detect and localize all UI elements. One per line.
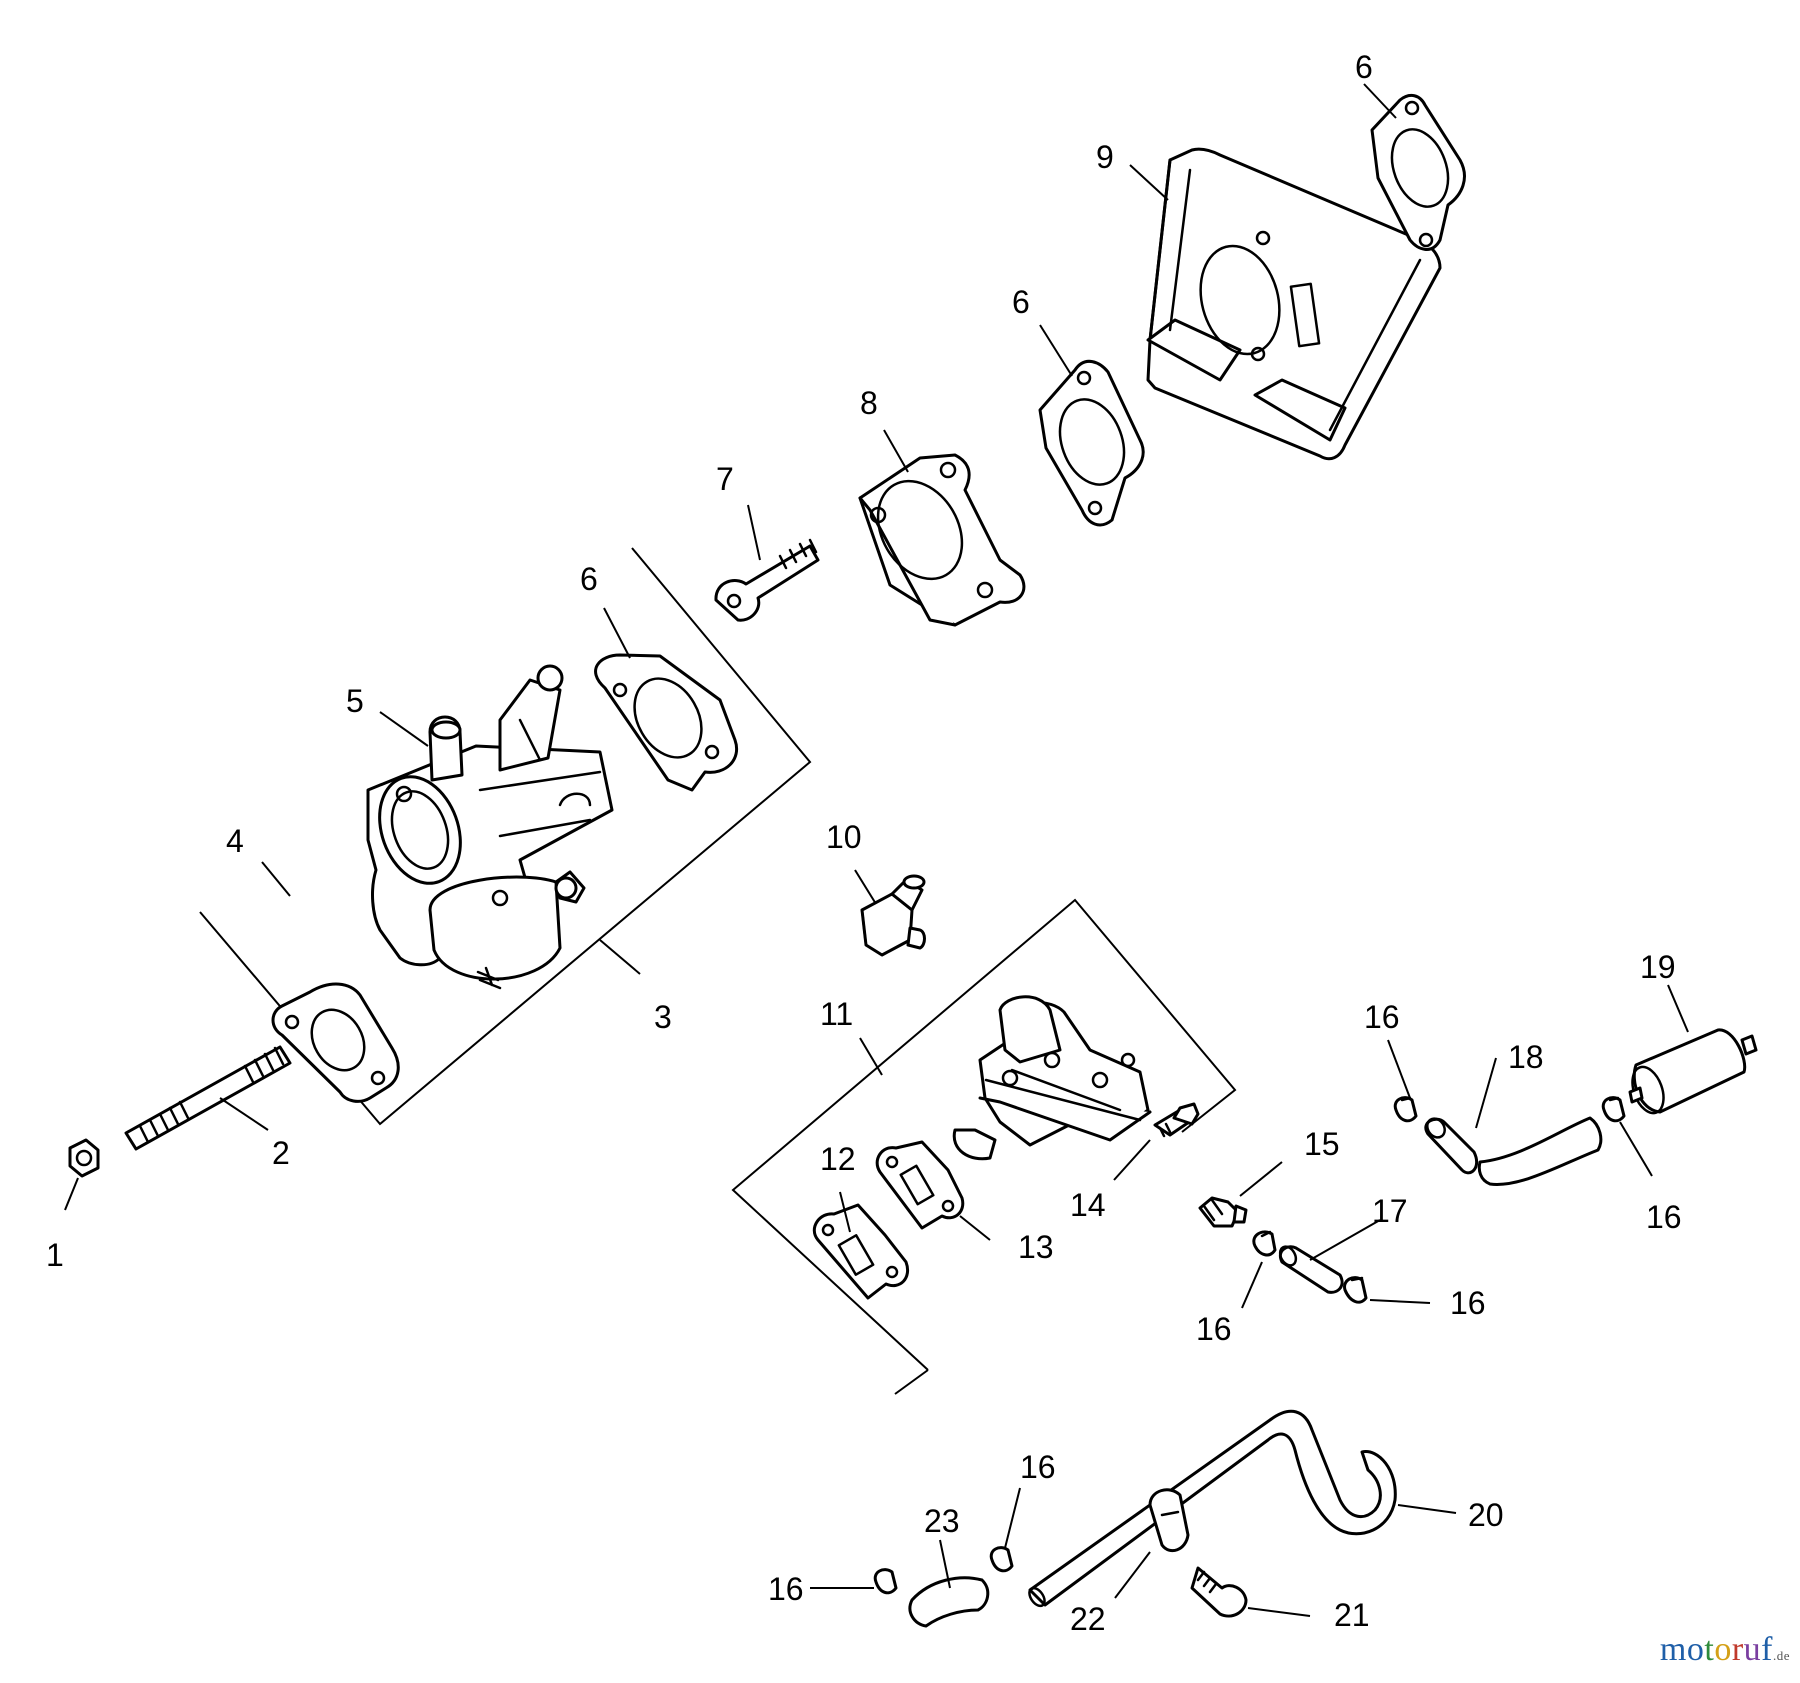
callout-3: 3: [654, 999, 672, 1035]
part-baseplate: [1146, 147, 1442, 461]
assembly-bracket-11: [731, 898, 1237, 1371]
part-spacer: [858, 453, 1026, 627]
part-clip-22: [1148, 1488, 1190, 1553]
watermark-letter: o: [1714, 1631, 1732, 1668]
clamp-16-pump-left: [1252, 1230, 1277, 1257]
callout-16-hose-right: 16: [1646, 1199, 1682, 1235]
watermark-suffix: .de: [1772, 1648, 1790, 1663]
watermark-letter: u: [1743, 1631, 1762, 1668]
callout-19: 19: [1640, 949, 1676, 985]
watermark-logo: motoruf.de: [1660, 1631, 1790, 1669]
part-nut: [68, 1138, 100, 1178]
part-gasket-12: [812, 1203, 909, 1300]
callout-23: 23: [924, 1503, 960, 1539]
callout-7: 7: [716, 461, 734, 497]
callout-6-spacer: 6: [1012, 284, 1030, 320]
callout-labels: 1 2 3 4 5 6 7 8 6 9 6 10 11 12 13 14 15 …: [46, 49, 1682, 1637]
callout-21: 21: [1334, 1597, 1370, 1633]
watermark-letter: t: [1704, 1631, 1715, 1668]
callout-1: 1: [46, 1237, 64, 1273]
callout-18: 18: [1508, 1039, 1544, 1075]
callout-16-hose-left: 16: [1364, 999, 1400, 1035]
clamp-16-bottom-right: [989, 1546, 1014, 1573]
callout-16-pump-left: 16: [1196, 1311, 1232, 1347]
part-gasket-6a: [594, 653, 738, 792]
part-stud: [124, 1045, 292, 1151]
callout-8: 8: [860, 385, 878, 421]
watermark-letter: f: [1761, 1631, 1773, 1668]
part-fuel-filter: [1628, 1028, 1758, 1115]
callout-4: 4: [226, 823, 244, 859]
callout-15: 15: [1304, 1126, 1340, 1162]
watermark-letter: r: [1731, 1631, 1744, 1668]
part-elbow-fitting: [860, 874, 926, 957]
callout-10: 10: [826, 819, 862, 855]
part-hose-18: [1424, 1116, 1603, 1186]
clamp-16-hose-right: [1601, 1096, 1626, 1123]
callout-12: 12: [820, 1141, 856, 1177]
callout-6-carburetor: 6: [580, 561, 598, 597]
clamp-16-pump-right: [1343, 1276, 1368, 1304]
part-gasket-4: [271, 982, 400, 1103]
callout-9: 9: [1096, 139, 1114, 175]
clamp-16-bottom-left: [873, 1568, 898, 1595]
part-gasket-13: [875, 1140, 965, 1230]
callout-5: 5: [346, 683, 364, 719]
callout-20: 20: [1468, 1497, 1504, 1533]
callout-14: 14: [1070, 1187, 1106, 1223]
part-fuel-pump: [952, 995, 1152, 1161]
callout-22: 22: [1070, 1601, 1106, 1637]
assembly-bracket-11-tick: [894, 1369, 929, 1395]
clamp-16-hose-left: [1393, 1096, 1418, 1123]
part-fuel-line: [1028, 1409, 1397, 1608]
part-hose-23: [908, 1576, 990, 1628]
callout-2: 2: [272, 1135, 290, 1171]
leader-lines: [64, 83, 1689, 1617]
callout-13: 13: [1018, 1229, 1054, 1265]
part-gasket-6c: [1370, 93, 1466, 251]
callout-16-bottom-right: 16: [1020, 1449, 1056, 1485]
part-hose-17: [1278, 1245, 1344, 1294]
callout-16-pump-right: 16: [1450, 1285, 1486, 1321]
callout-6-baseplate: 6: [1355, 49, 1373, 85]
part-bolt-21: [1190, 1566, 1248, 1618]
callout-16-bottom-left: 16: [768, 1571, 804, 1607]
part-screw-14: [1153, 1102, 1200, 1138]
watermark-letter: m: [1659, 1631, 1687, 1668]
part-fitting-15: [1198, 1196, 1248, 1228]
part-screw: [714, 538, 820, 622]
watermark-letter: o: [1686, 1631, 1705, 1668]
callout-17: 17: [1372, 1193, 1408, 1229]
part-carburetor: [366, 664, 614, 990]
callout-11: 11: [820, 996, 853, 1032]
part-gasket-6b: [1038, 359, 1145, 527]
